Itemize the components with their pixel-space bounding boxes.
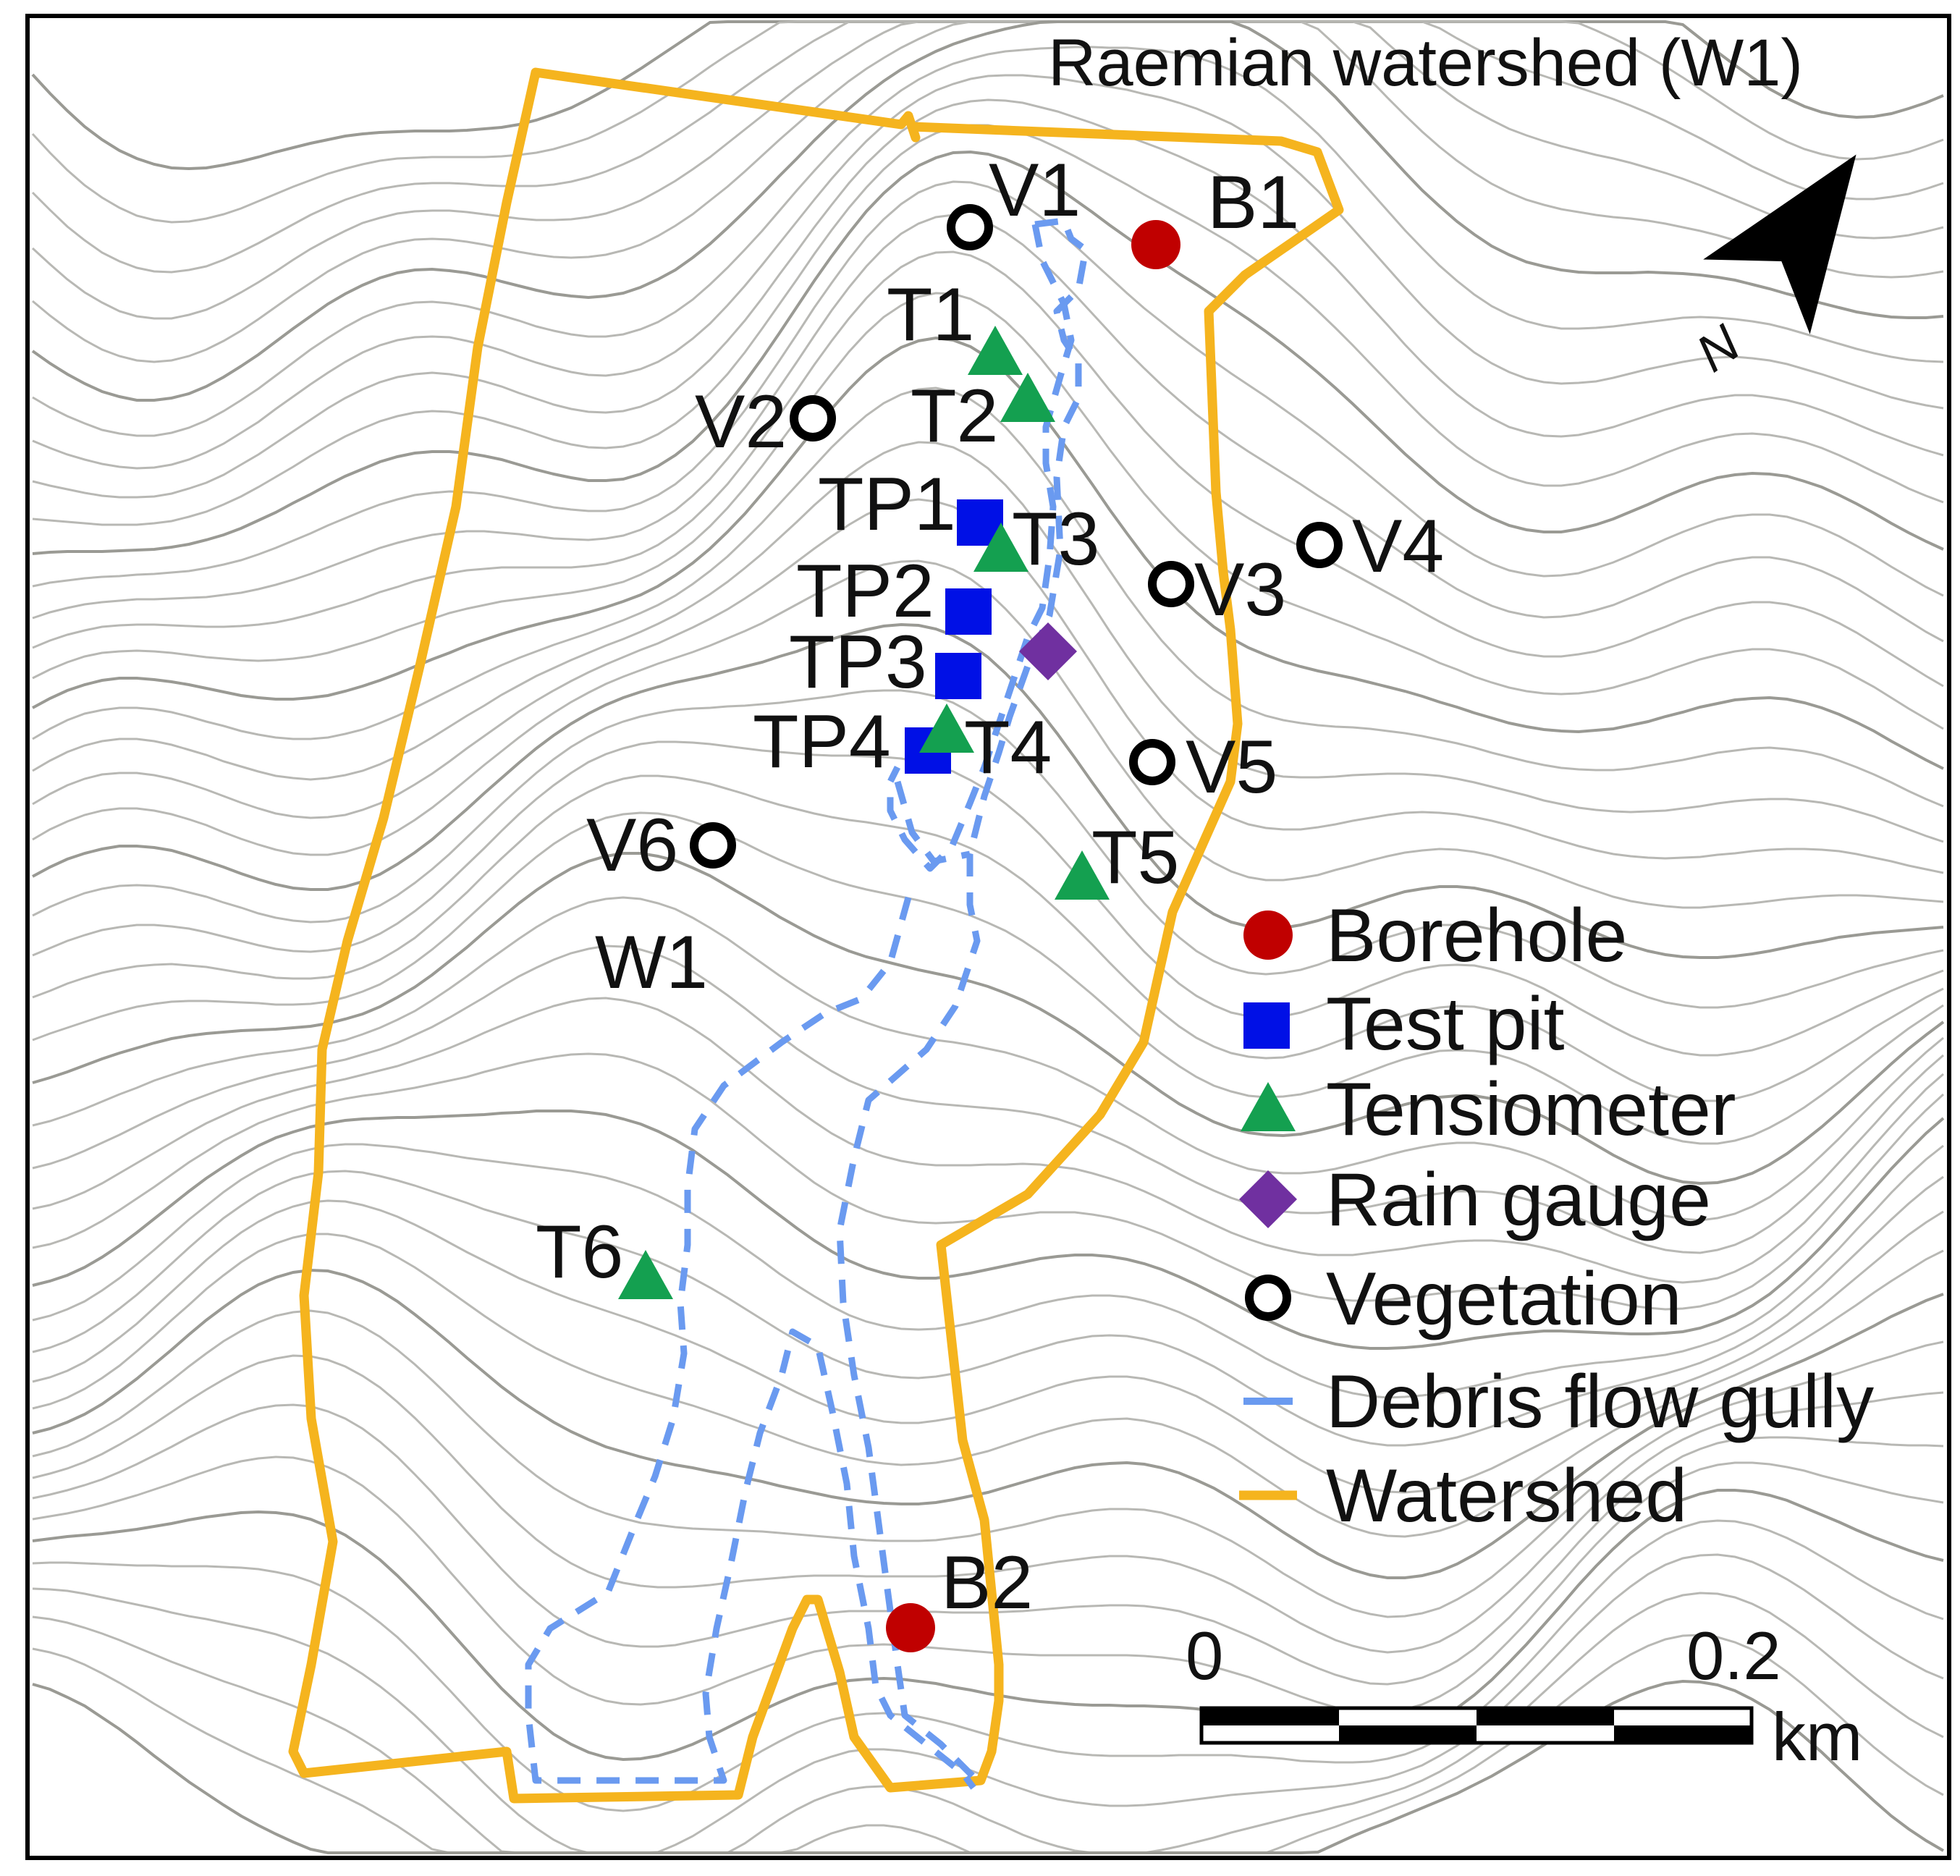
contour-line bbox=[32, 622, 1944, 959]
legend-item-vegetation: Vegetation bbox=[1326, 1257, 1682, 1341]
vegetation-icon bbox=[690, 822, 736, 869]
tensiometer-icon bbox=[919, 704, 974, 753]
vegetation-icon bbox=[1245, 1275, 1291, 1321]
borehole-icon bbox=[886, 1603, 935, 1652]
north-arrow-icon bbox=[1703, 154, 1856, 334]
tensiometer-icon bbox=[1055, 850, 1110, 900]
contour-line bbox=[32, 1403, 1944, 1686]
vegetation-label: V1 bbox=[989, 148, 1081, 232]
contour-line bbox=[32, 1553, 1944, 1854]
vegetation-icon bbox=[1129, 739, 1175, 785]
borehole-icon bbox=[1131, 220, 1180, 269]
contour-line bbox=[32, 20, 1944, 363]
map-title: Raemian watershed (W1) bbox=[1048, 26, 1803, 100]
contour-line bbox=[32, 997, 1944, 1284]
borehole-label: B1 bbox=[1207, 161, 1299, 245]
contour-line bbox=[32, 441, 1944, 843]
contour-line bbox=[32, 1592, 1944, 1854]
legend-item-debris-flow-gully: Debris flow gully bbox=[1326, 1360, 1874, 1444]
contour-line bbox=[32, 1233, 1944, 1538]
tensiometer-markers: T1 T2 T3 T4 T5 T6 bbox=[536, 273, 1179, 1299]
watershed-label: W1 bbox=[595, 921, 708, 1005]
watershed-boundary bbox=[288, 67, 1344, 1804]
contour-line bbox=[31, 20, 1944, 402]
vegetation-labels: V1 V2 V3 V4 V5 V6 bbox=[586, 148, 1444, 887]
vegetation-label: V2 bbox=[695, 380, 787, 464]
tensiometer-label: T3 bbox=[1012, 497, 1099, 581]
vegetation-label: V4 bbox=[1352, 504, 1444, 588]
contour-line bbox=[32, 774, 1944, 1102]
scale-unit-label: km bbox=[1772, 1699, 1862, 1775]
vegetation-label: V5 bbox=[1186, 725, 1277, 809]
rain-gauge-icon bbox=[1239, 1170, 1297, 1228]
test-pit-icon bbox=[1243, 1002, 1290, 1049]
test-pit-label: TP3 bbox=[789, 620, 927, 704]
vegetation-icon bbox=[1148, 561, 1194, 607]
tensiometer-label: T6 bbox=[536, 1210, 623, 1294]
test-pit-icon bbox=[945, 588, 992, 635]
contour-line bbox=[32, 250, 1944, 688]
contour-line bbox=[32, 1199, 1944, 1494]
contour-line bbox=[32, 852, 1945, 1186]
tensiometer-label: T1 bbox=[887, 273, 974, 357]
tensiometer-icon bbox=[973, 523, 1028, 572]
legend-item-tensiometer: Tensiometer bbox=[1326, 1068, 1736, 1152]
contour-line bbox=[32, 1455, 1944, 1714]
contour-line bbox=[32, 1170, 1944, 1447]
contour-line bbox=[32, 1489, 1944, 1762]
tensiometer-label: T4 bbox=[964, 706, 1052, 790]
vegetation-icon bbox=[790, 395, 836, 441]
tensiometer-label: T5 bbox=[1091, 816, 1179, 900]
contour-line bbox=[32, 1268, 1944, 1579]
debris-flow-gullies bbox=[525, 217, 1089, 1790]
borehole-markers: B1 B2 bbox=[886, 161, 1299, 1652]
borehole-icon bbox=[1243, 910, 1293, 960]
test-pit-icon bbox=[935, 653, 981, 699]
vegetation-icon bbox=[1296, 522, 1343, 568]
vegetation-label: V3 bbox=[1194, 548, 1286, 632]
scale-end-label: 0.2 bbox=[1686, 1618, 1781, 1694]
test-pit-label: TP4 bbox=[753, 700, 891, 784]
map-legend: Borehole Test pit Tensiometer Rain gauge… bbox=[1239, 894, 1874, 1538]
test-pit-label: TP2 bbox=[796, 549, 934, 633]
legend-item-test-pit: Test pit bbox=[1326, 982, 1565, 1066]
legend-item-rain-gauge: Rain gauge bbox=[1326, 1158, 1711, 1242]
vegetation-markers bbox=[690, 204, 1343, 869]
contour-line bbox=[32, 1519, 1944, 1812]
contour-line bbox=[32, 150, 1944, 555]
scale-start-label: 0 bbox=[1186, 1618, 1223, 1694]
borehole-label: B2 bbox=[941, 1541, 1033, 1625]
tensiometer-icon bbox=[968, 326, 1023, 375]
tensiometer-icon bbox=[1241, 1082, 1296, 1131]
vegetation-icon bbox=[947, 204, 993, 250]
contour-line bbox=[32, 1679, 1945, 1854]
contour-line bbox=[32, 896, 1944, 1222]
tensiometer-icon bbox=[618, 1250, 673, 1299]
contour-line bbox=[32, 180, 1944, 597]
contour-line bbox=[32, 386, 1944, 808]
contour-line bbox=[32, 292, 1944, 730]
rain-gauge-icon bbox=[1019, 622, 1077, 680]
contour-line bbox=[32, 1110, 1945, 1350]
contour-line bbox=[32, 945, 1944, 1254]
contour-line bbox=[32, 1143, 1944, 1399]
gully-line bbox=[887, 224, 1075, 872]
contour-line bbox=[32, 46, 1944, 437]
legend-item-watershed: Watershed bbox=[1326, 1454, 1687, 1538]
scale-bar: 0 0.2 km bbox=[1186, 1618, 1862, 1775]
legend-item-borehole: Borehole bbox=[1326, 894, 1627, 978]
contour-line bbox=[32, 811, 1944, 1145]
test-pit-markers: TP1 TP2 TP3 TP4 bbox=[753, 462, 1003, 784]
contour-line bbox=[32, 74, 1944, 470]
tensiometer-label: T2 bbox=[911, 374, 998, 458]
tensiometer-icon bbox=[1000, 373, 1055, 422]
contour-line bbox=[32, 98, 1944, 499]
test-pit-label: TP1 bbox=[818, 462, 956, 546]
vegetation-label: V6 bbox=[586, 803, 678, 887]
